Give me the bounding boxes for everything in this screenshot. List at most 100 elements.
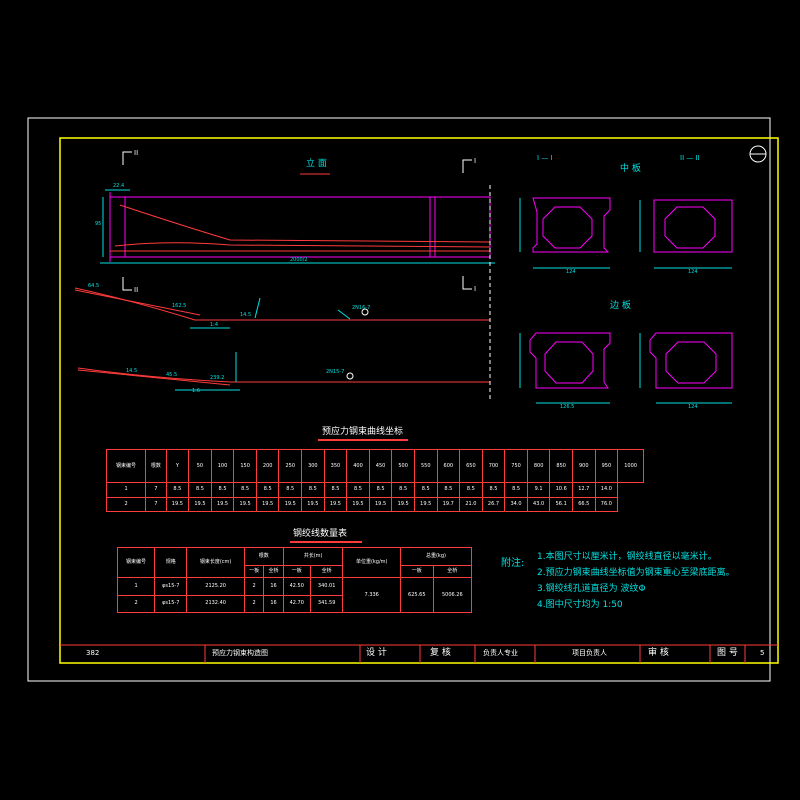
edge-span-title: 边 板	[610, 301, 631, 311]
note-1: 1.本图尺寸以厘米计，钢绞线直径以毫米计。	[537, 552, 717, 562]
section-width-1: 124	[566, 269, 576, 275]
end-dim: 22.4	[113, 183, 125, 189]
coord-cell: 19.5	[413, 496, 438, 512]
coord-col-tendon: 钢束编号	[105, 449, 147, 483]
coord-x-header: 850	[549, 449, 573, 483]
coord-cell: 66.5	[571, 496, 596, 512]
qty-cell: 2	[243, 577, 265, 596]
coord-cell: 19.5	[323, 496, 348, 512]
tendon-curve-1	[74, 287, 490, 329]
coord-x-header: 250	[278, 449, 303, 483]
curve2-label-a: 14.5	[126, 368, 138, 374]
section-I-title: I — I	[537, 154, 553, 162]
title-block-cells	[204, 645, 746, 663]
coord-cell: 8.5	[368, 482, 393, 498]
coord-cell: 21.0	[459, 496, 483, 512]
qty-sub-header: 一板	[243, 565, 265, 578]
coord-cell: 19.5	[391, 496, 415, 512]
coord-x-header: 1000	[617, 449, 644, 483]
qty-sub-header: 全桥	[432, 565, 473, 578]
qty-col-tendon: 钢束编号	[116, 547, 156, 578]
coord-cell: 8.5	[436, 482, 461, 498]
coord-cell: 43.0	[526, 496, 551, 512]
coord-x-header: 550	[413, 449, 438, 483]
coord-x-header: 350	[323, 449, 348, 483]
coord-table-title: 预应力钢束曲线坐标	[322, 427, 404, 437]
coord-x-header: 400	[346, 449, 370, 483]
section-mid-II	[639, 199, 733, 269]
sheet-label: 图 号	[717, 648, 738, 658]
project-lead-label: 项目负责人	[572, 649, 607, 657]
curve2-label-d: 2N15-7	[326, 369, 345, 375]
coord-cell: 8.5	[391, 482, 415, 498]
curve1-label-a: 64.5	[88, 283, 100, 289]
section-edge-I	[519, 332, 611, 404]
curve2-label-e: 1:6	[192, 388, 201, 394]
qty-table-title: 钢绞线数量表	[293, 529, 348, 539]
section-mark-I-top: I	[474, 157, 477, 165]
coord-cell: 19.5	[233, 496, 257, 512]
coord-cell: 19.5	[278, 496, 303, 512]
note-3: 3.钢绞线孔道直径为 波纹Φ	[537, 584, 646, 594]
qty-sub-header: 全桥	[309, 565, 344, 578]
qty-cell: 2132.40	[186, 594, 245, 613]
qty-cell: φs15-7	[154, 577, 188, 596]
coord-x-header: 450	[368, 449, 393, 483]
coord-cell: 14.0	[594, 482, 619, 498]
section-width-4: 124	[688, 404, 698, 410]
qty-col-unit-weight: 单位重(kg/m)	[342, 547, 401, 578]
qty-sub-header: 全桥	[263, 565, 284, 578]
coord-cell: 8.5	[346, 482, 370, 498]
coord-cell: 26.7	[481, 496, 506, 512]
coord-table: 钢束编号 根数 Y 50 100 150 200 250 300 350 400…	[105, 449, 644, 512]
coord-cell: 56.1	[549, 496, 573, 512]
inner-border	[59, 137, 779, 664]
coord-x-header: 700	[481, 449, 506, 483]
elevation-title: 立 面	[306, 159, 327, 169]
coord-cell: 8.5	[255, 482, 280, 498]
coord-cell: 7	[145, 496, 167, 512]
curve1-label-b: 162.5	[172, 303, 187, 309]
qty-cell: 2125.20	[186, 577, 245, 596]
qty-cell: 340.01	[309, 577, 344, 596]
qty-unit-weight: 7.336	[342, 577, 401, 613]
coord-cell: 8.5	[188, 482, 212, 498]
coord-cell: 8.5	[504, 482, 528, 498]
coord-x-header: 650	[459, 449, 483, 483]
coord-col-count: 根数	[145, 449, 167, 483]
qty-cell: 42.50	[282, 577, 311, 596]
coord-x-header: 200	[255, 449, 280, 483]
section-width-2: 124	[688, 269, 698, 275]
qty-total-all: 5006.26	[432, 577, 473, 613]
coord-x-header: 300	[301, 449, 325, 483]
coord-cell: 8.5	[233, 482, 257, 498]
notes-heading: 附注:	[501, 558, 525, 569]
coord-cell: 8.5	[210, 482, 235, 498]
qty-col-total-length: 共长(m)	[282, 547, 344, 566]
coord-x-header: 800	[526, 449, 551, 483]
coord-cell: 7	[145, 482, 167, 498]
specialist-label: 负责人专业	[483, 649, 518, 657]
section-mid-I	[519, 197, 611, 269]
coord-cell: 8.5	[165, 482, 190, 498]
coord-cell: 8.5	[413, 482, 438, 498]
qty-total-one: 625.65	[399, 577, 434, 613]
coord-cell: 19.5	[188, 496, 212, 512]
curve2-label-c: 239.2	[210, 375, 225, 381]
coord-cell: 19.5	[301, 496, 325, 512]
design-label: 设 计	[366, 648, 387, 658]
coord-x-header: 500	[391, 449, 415, 483]
coord-cell: 19.5	[165, 496, 190, 512]
curve1-label-e: 1:4	[210, 322, 219, 328]
section-II-title: II — II	[680, 154, 700, 162]
coord-cell: 8.5	[278, 482, 303, 498]
qty-col-spec: 规格	[154, 547, 188, 578]
coord-x-header: 900	[571, 449, 596, 483]
section-mark-I-bottom: I	[474, 285, 477, 293]
qty-sub-header: 一板	[399, 565, 434, 578]
section-mark-II-bottom: II	[134, 286, 139, 294]
coord-col-y: Y	[165, 449, 190, 483]
coord-cell: 19.7	[436, 496, 461, 512]
